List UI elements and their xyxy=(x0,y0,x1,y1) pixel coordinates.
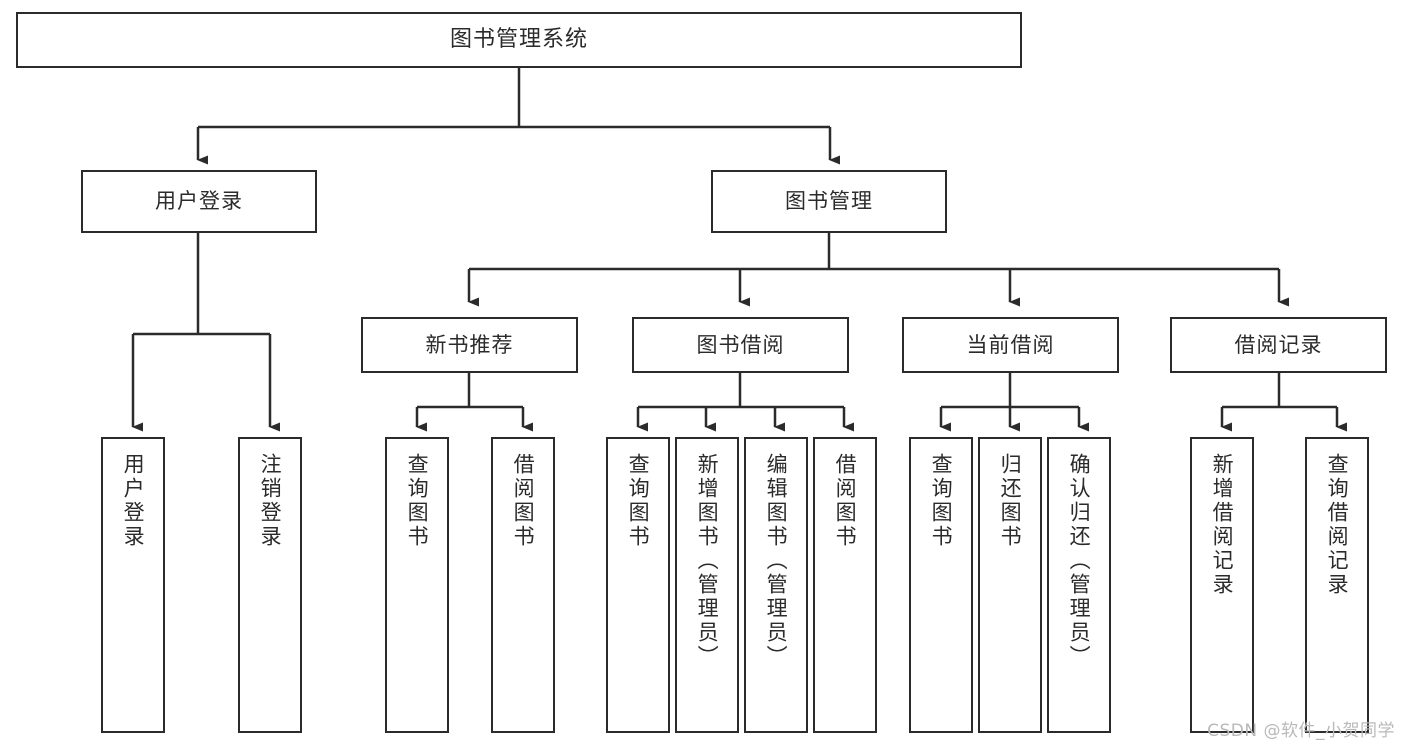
leaf-borrow-record-query-label: 查询借阅记录 xyxy=(1325,453,1350,597)
node-new-book-recommend[interactable]: 新书推荐 xyxy=(361,317,578,373)
node-current-borrow[interactable]: 当前借阅 xyxy=(902,317,1119,373)
leaf-user-login-logout-label: 注销登录 xyxy=(258,453,283,549)
leaf-book-borrow-query-label: 查询图书 xyxy=(626,453,651,549)
leaf-current-borrow-confirm-return-label: 确认归还（管理员） xyxy=(1067,453,1092,669)
leaf-book-borrow-query[interactable]: 查询图书 xyxy=(606,437,670,733)
node-user-login-label: 用户登录 xyxy=(155,189,243,214)
node-borrow-record-label: 借阅记录 xyxy=(1234,332,1323,357)
node-user-login[interactable]: 用户登录 xyxy=(81,170,317,233)
leaf-new-book-query[interactable]: 查询图书 xyxy=(385,437,449,733)
leaf-borrow-record-add[interactable]: 新增借阅记录 xyxy=(1190,437,1254,733)
leaf-book-borrow-borrow-label: 借阅图书 xyxy=(833,453,858,549)
node-book-borrow[interactable]: 图书借阅 xyxy=(632,317,849,373)
leaf-user-login-logout[interactable]: 注销登录 xyxy=(238,437,302,733)
leaf-current-borrow-confirm-return[interactable]: 确认归还（管理员） xyxy=(1047,437,1111,733)
leaf-borrow-record-add-label: 新增借阅记录 xyxy=(1210,453,1235,597)
node-root[interactable]: 图书管理系统 xyxy=(16,12,1022,68)
node-root-label: 图书管理系统 xyxy=(449,27,588,53)
leaf-book-borrow-edit[interactable]: 编辑图书（管理员） xyxy=(744,437,808,733)
leaf-new-book-borrow-label: 借阅图书 xyxy=(511,453,536,549)
leaf-current-borrow-query-label: 查询图书 xyxy=(929,453,954,549)
node-book-management-label: 图书管理 xyxy=(785,189,873,214)
leaf-user-login-login[interactable]: 用户登录 xyxy=(101,437,165,733)
leaf-current-borrow-return-label: 归还图书 xyxy=(998,453,1023,549)
leaf-new-book-borrow[interactable]: 借阅图书 xyxy=(491,437,555,733)
leaf-borrow-record-query[interactable]: 查询借阅记录 xyxy=(1305,437,1369,733)
leaf-current-borrow-return[interactable]: 归还图书 xyxy=(978,437,1042,733)
node-book-borrow-label: 图书借阅 xyxy=(696,332,785,357)
leaf-book-borrow-add[interactable]: 新增图书（管理员） xyxy=(675,437,739,733)
node-borrow-record[interactable]: 借阅记录 xyxy=(1170,317,1387,373)
leaf-new-book-query-label: 查询图书 xyxy=(405,453,430,549)
leaf-user-login-login-label: 用户登录 xyxy=(121,453,146,549)
node-new-book-recommend-label: 新书推荐 xyxy=(425,332,514,357)
leaf-current-borrow-query[interactable]: 查询图书 xyxy=(909,437,973,733)
leaf-book-borrow-add-label: 新增图书（管理员） xyxy=(695,453,720,669)
node-book-management[interactable]: 图书管理 xyxy=(711,170,947,233)
leaf-book-borrow-edit-label: 编辑图书（管理员） xyxy=(764,453,789,669)
leaf-book-borrow-borrow[interactable]: 借阅图书 xyxy=(813,437,877,733)
node-current-borrow-label: 当前借阅 xyxy=(966,332,1055,357)
